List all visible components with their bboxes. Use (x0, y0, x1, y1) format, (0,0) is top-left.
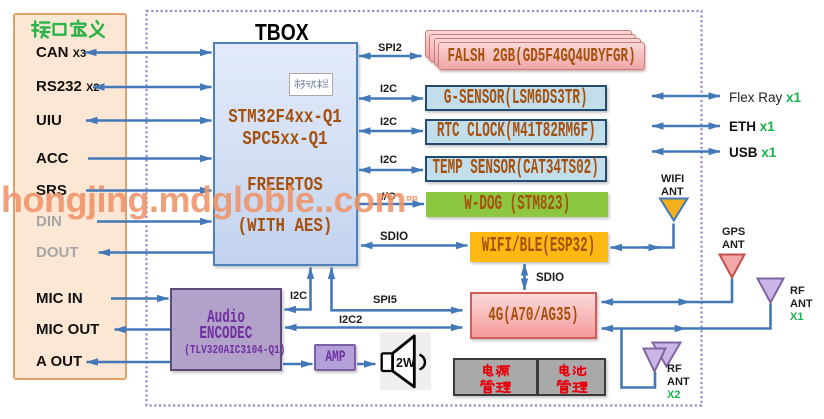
svg-text:2W: 2W (396, 356, 415, 370)
